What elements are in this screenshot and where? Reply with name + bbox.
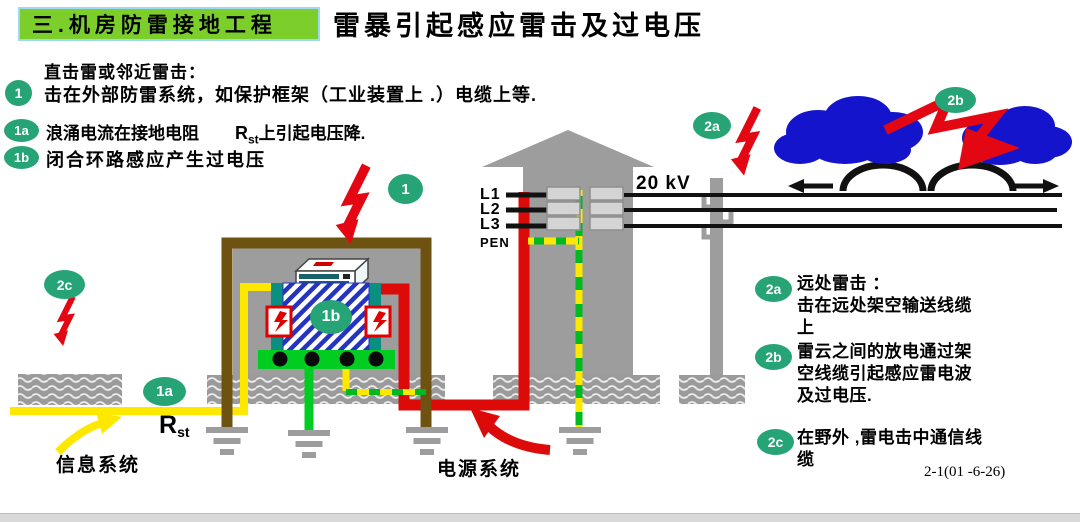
note-1a: 浪涌电流在接地电阻 Rst上引起电压降. (46, 119, 365, 146)
cloud-discharge-bolt-icon (883, 89, 1020, 170)
rst-subscript: st (248, 132, 259, 147)
bonding-bus (258, 350, 395, 430)
building-frame (221, 237, 432, 427)
note-1-line1: 直击雷或邻近雷击： (44, 63, 206, 82)
badge-2b-diagram: 2b (935, 87, 976, 113)
badge-1b-diagram: 1b (310, 300, 352, 334)
page-title: 雷暴引起感应雷击及过电压 (333, 11, 705, 41)
ground-symbol (406, 427, 448, 455)
note-2a-line1: 远处雷击 ： (797, 274, 890, 293)
tower-roof (482, 130, 654, 167)
ground-block (18, 374, 122, 405)
info-cable (10, 283, 271, 415)
rst-symbol: R (159, 411, 178, 439)
pole-bracket (701, 227, 712, 240)
badge-2c-note: 2c (757, 429, 794, 455)
badge-2a-diagram: 2a (693, 112, 731, 139)
surge-arrester-left (265, 305, 293, 338)
label-power-system: 电源系统 (437, 459, 522, 480)
note-2b-line2: 空线缆引起感应雷电波 (797, 364, 972, 383)
ground-symbols (206, 427, 601, 458)
pole-bracket (723, 212, 734, 225)
rst-symbol: R (235, 123, 248, 143)
pole-bracket (701, 197, 712, 210)
badge-1b-note: 1b (4, 146, 39, 169)
bus-bolt (304, 351, 320, 367)
note-2a: 远处雷击 ： 击在远处架空输送线缆 上 (797, 273, 972, 339)
note-1-line2: 击在外部防雷系统，如保护框架（工业装置上 .）电缆上等. (44, 85, 538, 105)
note-2b-line3: 及过电压. (797, 386, 873, 405)
note-1a-suffix: 上引起电压降. (258, 124, 366, 143)
note-2a-line3: 上 (797, 318, 815, 337)
info-system-arrow (55, 412, 122, 455)
lightning-bolt-icon (54, 299, 72, 346)
ground-symbol (559, 427, 601, 455)
surge-arrester-right (364, 305, 392, 338)
label-rst: Rst (159, 411, 190, 440)
bonding-conductor (342, 369, 426, 395)
ground-symbol (206, 427, 248, 455)
spd-bolt-icon (274, 311, 288, 332)
label-info-system: 信息系统 (56, 455, 141, 476)
power-lines (624, 193, 1062, 228)
badge-2a-note: 2a (755, 276, 792, 302)
note-1b: 闭合环路感应产生过电压 (46, 150, 266, 170)
badge-1a-note: 1a (4, 119, 39, 142)
section-label: 三.机房防雷接地工程 (32, 14, 277, 37)
badge-2c-diagram: 2c (44, 270, 85, 299)
note-2c-line1: 在野外 ,雷电击中通信线 (797, 428, 983, 447)
badge-2b-note: 2b (755, 344, 792, 370)
power-cable (380, 192, 530, 411)
label-phase-l1: L1 (480, 186, 501, 203)
left-arrowhead-icon (788, 179, 804, 193)
ground-block (679, 375, 745, 404)
badge-1a-diagram: 1a (143, 377, 186, 406)
red-arrowhead-icon (470, 408, 500, 438)
bus-bolt (339, 351, 355, 367)
bus-bolt (272, 351, 288, 367)
note-1a-prefix: 浪涌电流在接地电阻 (46, 124, 199, 143)
equipment-red-stripe (313, 262, 334, 266)
right-arrowhead-icon (1043, 179, 1059, 193)
lightning-bolt-icon (731, 112, 756, 176)
note-2b: 雷云之间的放电通过架 空线缆引起感应雷电波 及过电压. (797, 341, 972, 407)
transformer-station (482, 130, 654, 375)
note-2b-line1: 雷云之间的放电通过架 (797, 342, 972, 361)
label-pen: PEN (480, 235, 510, 250)
note-2a-line2: 击在远处架空输送线缆 (797, 296, 972, 315)
label-phase-l2: L2 (480, 201, 501, 218)
badge-1-note: 1 (5, 80, 32, 106)
ground-symbol (288, 430, 330, 458)
label-voltage: 20 kV (636, 173, 691, 194)
spd-bolt-icon (373, 311, 387, 332)
slide-bottom-bar (0, 513, 1080, 522)
transformer-boxes (506, 186, 624, 231)
rst-subscript: st (177, 424, 190, 440)
lightning-bolt-icon (336, 170, 365, 244)
badge-1-diagram: 1 (388, 174, 423, 204)
surge-wave-arcs (788, 161, 1059, 193)
yellow-arrowhead-icon (96, 412, 122, 434)
storm-cloud-left (774, 96, 923, 164)
note-2c-line2: 缆 (797, 450, 815, 469)
wave-arc (839, 161, 927, 192)
section-label-box: 三.机房防雷接地工程 (18, 7, 320, 41)
note-2c: 在野外 ,雷电击中通信线 缆 (797, 427, 982, 471)
utility-pole (701, 178, 734, 400)
bus-bolt (368, 351, 384, 367)
phase-connectors (506, 192, 547, 229)
label-phase-l3: L3 (480, 216, 501, 233)
power-system-arrow (470, 408, 551, 455)
wave-arc (927, 161, 1017, 192)
slide-code: 2-1(01 -6-26) (924, 464, 1006, 480)
